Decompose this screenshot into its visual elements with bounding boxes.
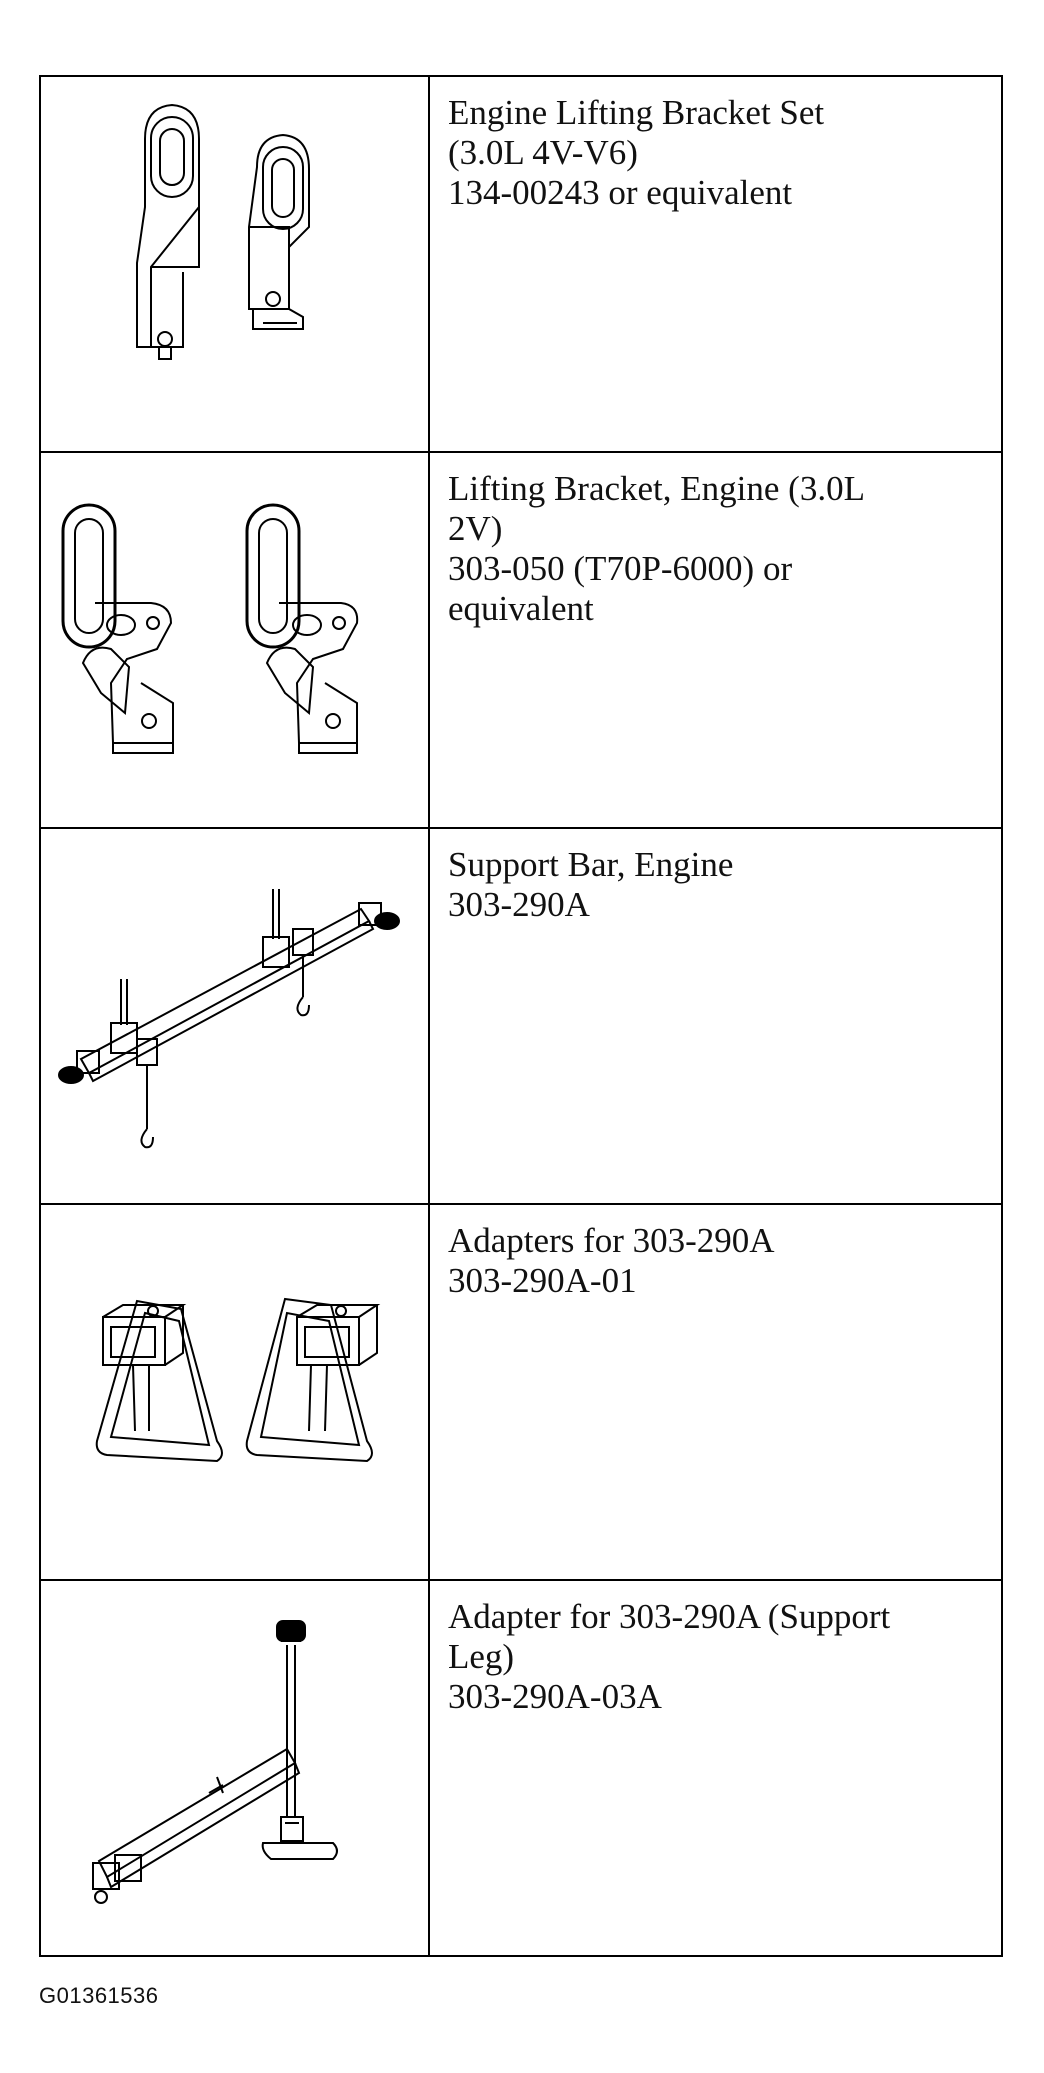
support-bar-engine-icon xyxy=(41,829,428,1201)
tool-description-cell: Engine Lifting Bracket Set (3.0L 4V-V6) … xyxy=(428,75,1003,453)
tool-row: Adapter for 303-290A (Support Leg) 303-2… xyxy=(39,1579,1003,1957)
tool-row: Adapters for 303-290A 303-290A-01 xyxy=(39,1203,1003,1581)
tool-illustration-cell xyxy=(39,1203,430,1581)
tool-name: Adapter for 303-290A (Support xyxy=(448,1597,891,1636)
figure-id: G01361536 xyxy=(39,1983,159,2008)
lifting-bracket-engine-icon xyxy=(41,453,428,825)
tool-name: Lifting Bracket, Engine (3.0L xyxy=(448,469,865,508)
tool-description-cell: Lifting Bracket, Engine (3.0L 2V) 303-05… xyxy=(428,451,1003,829)
tool-illustration-cell xyxy=(39,1579,430,1957)
special-tools-table: Engine Lifting Bracket Set (3.0L 4V-V6) … xyxy=(39,75,1003,1957)
tool-name: Adapters for 303-290A xyxy=(448,1221,775,1260)
tool-name: Support Bar, Engine xyxy=(448,845,734,884)
tool-illustration-cell xyxy=(39,827,430,1205)
support-leg-adapter-icon xyxy=(41,1581,428,1953)
engine-lifting-bracket-set-icon xyxy=(41,77,428,449)
tool-row: Support Bar, Engine 303-290A xyxy=(39,827,1003,1205)
tool-part-number: 303-290A xyxy=(448,885,590,924)
tool-spec: Leg) xyxy=(448,1637,515,1676)
tool-description-cell: Support Bar, Engine 303-290A xyxy=(428,827,1003,1205)
tool-description-cell: Adapters for 303-290A 303-290A-01 xyxy=(428,1203,1003,1581)
tool-part-number: 303-290A-03A xyxy=(448,1677,662,1716)
tool-illustration-cell xyxy=(39,75,430,453)
tool-part-number: 134-00243 or equivalent xyxy=(448,173,793,212)
tool-part-number: 303-290A-01 xyxy=(448,1261,637,1300)
adapters-icon xyxy=(41,1205,428,1577)
tool-part-number: 303-050 (T70P-6000) or equivalent xyxy=(448,549,793,628)
tool-spec: 2V) xyxy=(448,509,503,548)
tool-row: Lifting Bracket, Engine (3.0L 2V) 303-05… xyxy=(39,451,1003,829)
tool-illustration-cell xyxy=(39,451,430,829)
tool-description-cell: Adapter for 303-290A (Support Leg) 303-2… xyxy=(428,1579,1003,1957)
tool-row: Engine Lifting Bracket Set (3.0L 4V-V6) … xyxy=(39,75,1003,453)
tool-name: Engine Lifting Bracket Set xyxy=(448,93,825,132)
tool-spec: (3.0L 4V-V6) xyxy=(448,133,638,172)
